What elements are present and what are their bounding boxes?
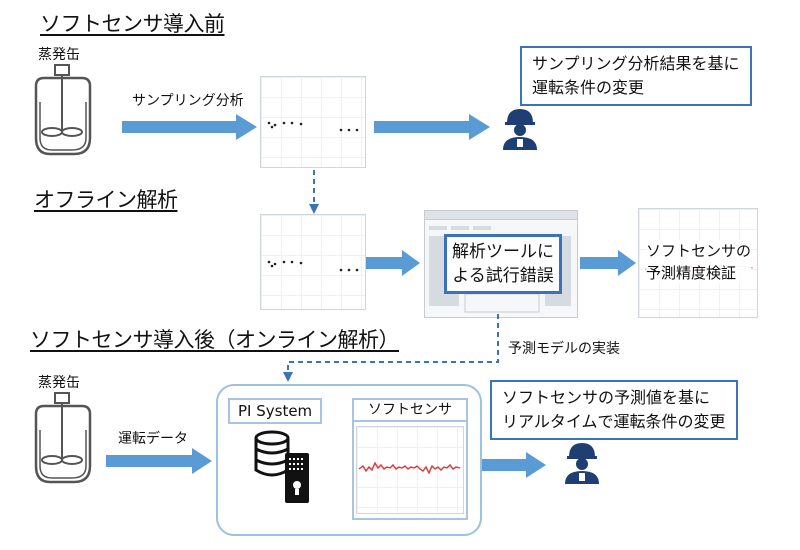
tool-label-box: 解析ツールに よる試行錯誤 [444, 234, 562, 294]
pi-system-label: PI System [228, 398, 323, 424]
plot-offline-points [267, 260, 359, 272]
arrow-to-tool [366, 250, 420, 276]
vessel-label-before: 蒸発缶 [38, 47, 80, 63]
vessel-label-after: 蒸発缶 [38, 375, 80, 391]
arrow-operation-data [106, 448, 212, 474]
heading-before: ソフトセンサ導入前 [40, 12, 225, 36]
vessel-icon-after [34, 392, 92, 484]
dashed-arrow-down [309, 170, 319, 214]
heading-after: ソフトセンサ導入後（オンライン解析） [30, 328, 400, 352]
vessel-icon [34, 64, 92, 156]
tool-label-line1: 解析ツールに [452, 242, 554, 262]
dashed-arrow-implement [283, 314, 499, 382]
heading-offline: オフライン解析 [34, 188, 178, 212]
tool-window-titlebar [425, 211, 577, 220]
soft-sensor-plot [356, 426, 464, 514]
arrow-sampling [122, 114, 257, 140]
callout-after-line1: ソフトセンサの予測値を基に [502, 388, 711, 407]
soft-sensor-label: ソフトセンサ [354, 400, 466, 422]
verify-label-line1: ソフトセンサの [646, 242, 752, 260]
plot-before-points [267, 121, 359, 132]
arrow-to-worker-after [482, 452, 546, 478]
arrow-to-verify [580, 250, 636, 276]
server-icon [285, 453, 309, 503]
tool-label-line2: よる試行錯誤 [452, 266, 554, 286]
plot-before [260, 76, 366, 168]
callout-before-line1: サンプリング分析結果を基に [532, 54, 740, 73]
callout-after-line2: リアルタイムで運転条件の変更 [502, 412, 726, 431]
callout-after: ソフトセンサの予測値を基に リアルタイムで運転条件の変更 [490, 380, 738, 440]
verify-label: ソフトセンサの 予測精度検証 [646, 240, 752, 284]
worker-icon [503, 109, 537, 150]
plot-offline [260, 214, 366, 310]
soft-sensor-trend [358, 461, 461, 475]
callout-before: サンプリング分析結果を基に 運転条件の変更 [520, 46, 752, 106]
verify-label-line2: 予測精度検証 [646, 264, 737, 282]
arrow-to-worker-before [374, 114, 490, 140]
arrow-label-sampling: サンプリング分析 [132, 93, 244, 109]
worker-icon-after [565, 443, 599, 484]
implement-label: 予測モデルの実装 [508, 341, 620, 357]
callout-before-line2: 運転条件の変更 [532, 78, 645, 97]
arrow-label-operation-data: 運転データ [118, 431, 188, 447]
